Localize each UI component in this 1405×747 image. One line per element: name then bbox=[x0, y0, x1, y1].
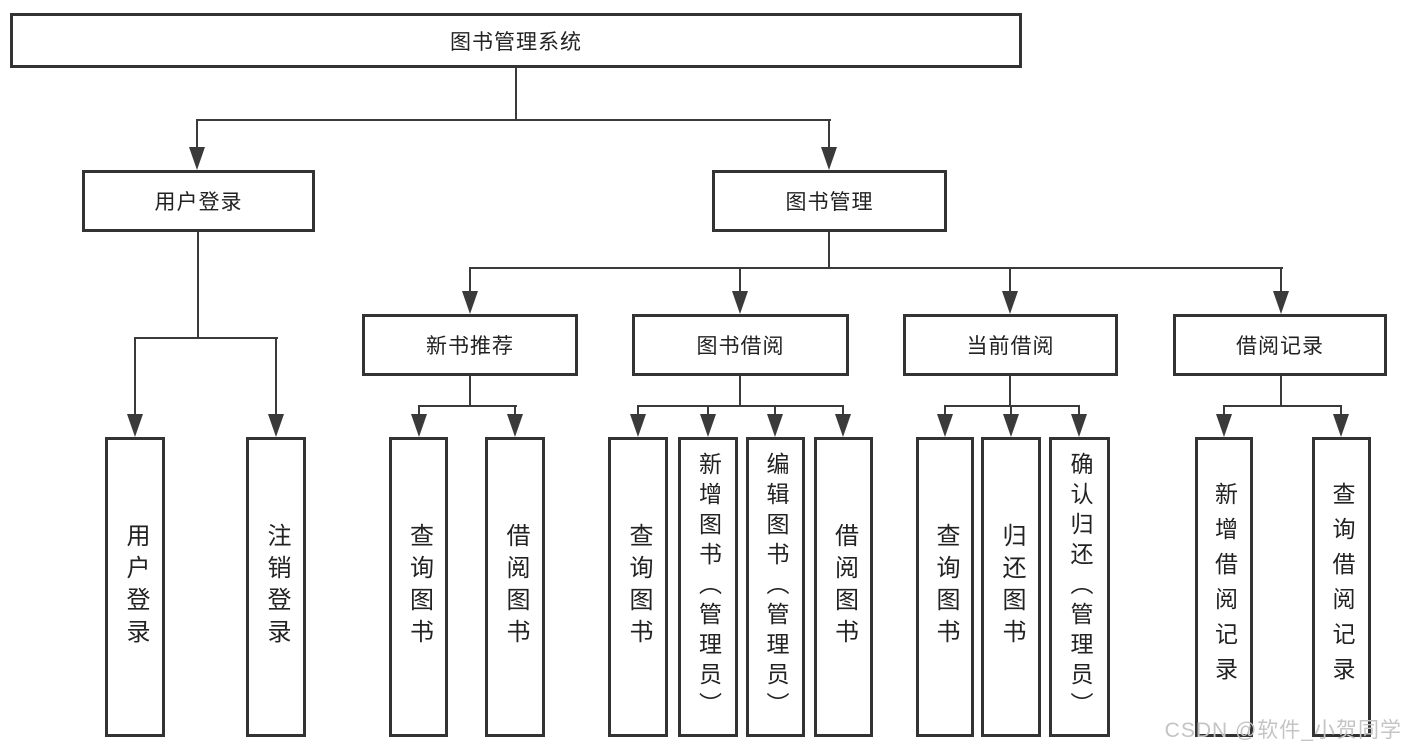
node-book-borrow: 图书借阅 bbox=[632, 314, 849, 376]
arrowhead-leaf-logout bbox=[268, 414, 284, 437]
connector-new-book-rec-trunk bbox=[469, 376, 471, 407]
arrowhead-bb-edit bbox=[767, 414, 783, 437]
branch-rail-borrow-records bbox=[1223, 405, 1342, 407]
node-bb-borrow-books-label: 借阅图书 bbox=[830, 523, 858, 651]
arrowhead-current-borrow bbox=[1002, 291, 1018, 314]
arrowhead-leaf-user-login bbox=[127, 414, 143, 437]
connector-to-bb-borrow bbox=[842, 405, 844, 416]
node-cb-query-books-label: 查询图书 bbox=[932, 523, 959, 651]
node-borrow-records-label: 借阅记录 bbox=[1236, 335, 1324, 358]
branch-rail-book-borrow bbox=[637, 405, 844, 407]
connector-to-borrow-records bbox=[1280, 267, 1282, 292]
connector-to-new-book-rec bbox=[469, 267, 471, 292]
branch-rail-current-borrow bbox=[944, 405, 1080, 407]
connector-to-bb-add bbox=[707, 405, 709, 416]
node-br-query-record: 查询借阅记录 bbox=[1312, 437, 1371, 737]
arrowhead-bb-add bbox=[700, 414, 716, 437]
connector-to-nbr-borrow bbox=[514, 405, 516, 416]
arrowhead-book-borrow bbox=[732, 291, 748, 314]
node-nbr-borrow-books: 借阅图书 bbox=[485, 437, 545, 737]
node-bb-edit-books-label: 编辑图书（管理员） bbox=[763, 452, 789, 722]
arrowhead-borrow-records bbox=[1273, 291, 1289, 314]
csdn-watermark: CSDN @软件_小贺同学 bbox=[1164, 719, 1402, 742]
connector-to-cb-confirm bbox=[1078, 405, 1080, 416]
connector-to-current-borrow bbox=[1009, 267, 1011, 292]
node-nbr-query-books: 查询图书 bbox=[389, 437, 448, 737]
node-nbr-borrow-books-label: 借阅图书 bbox=[502, 523, 529, 651]
node-user-login: 用户登录 bbox=[82, 170, 315, 232]
node-cb-confirm-return-label: 确认归还（管理员） bbox=[1067, 452, 1093, 722]
branch-rail-user-login bbox=[134, 337, 278, 339]
connector-to-cb-return bbox=[1010, 405, 1012, 416]
arrowhead-cb-return bbox=[1003, 414, 1019, 437]
node-leaf-user-login-label: 用户登录 bbox=[122, 523, 149, 651]
branch-rail-level2 bbox=[196, 119, 831, 121]
node-nbr-query-books-label: 查询图书 bbox=[405, 523, 433, 651]
node-leaf-logout-label: 注销登录 bbox=[263, 523, 290, 651]
arrowhead-cb-confirm bbox=[1071, 414, 1087, 437]
connector-book-mgmt-trunk bbox=[828, 232, 830, 269]
node-borrow-records: 借阅记录 bbox=[1173, 314, 1387, 376]
node-book-mgmt: 图书管理 bbox=[712, 170, 947, 232]
node-current-borrow: 当前借阅 bbox=[903, 314, 1118, 376]
connector-to-br-add bbox=[1223, 405, 1225, 416]
connector-to-book-borrow bbox=[739, 267, 741, 292]
connector-to-leaf-user-login bbox=[134, 337, 136, 416]
node-root-label: 图书管理系统 bbox=[450, 30, 582, 54]
connector-to-bb-edit bbox=[774, 405, 776, 416]
arrowhead-cb-query bbox=[937, 414, 953, 437]
branch-rail-new-book-rec bbox=[418, 405, 517, 407]
connector-to-leaf-logout bbox=[275, 337, 277, 416]
connector-to-bb-query bbox=[637, 405, 639, 416]
arrowhead-new-book-rec bbox=[462, 291, 478, 314]
connector-current-borrow-trunk bbox=[1009, 376, 1011, 407]
connector-book-borrow-trunk bbox=[739, 376, 741, 407]
node-br-query-record-label: 查询借阅记录 bbox=[1329, 482, 1355, 692]
node-bb-borrow-books: 借阅图书 bbox=[814, 437, 873, 737]
arrowhead-nbr-query bbox=[411, 414, 427, 437]
connector-to-br-query bbox=[1340, 405, 1342, 416]
node-leaf-logout: 注销登录 bbox=[246, 437, 306, 737]
arrowhead-br-query bbox=[1333, 414, 1349, 437]
connector-to-user-login bbox=[196, 119, 198, 149]
node-bb-add-books-label: 新增图书（管理员） bbox=[695, 452, 722, 722]
node-cb-return-books: 归还图书 bbox=[981, 437, 1041, 737]
arrowhead-bb-borrow bbox=[835, 414, 851, 437]
connector-to-cb-query bbox=[944, 405, 946, 416]
node-leaf-user-login: 用户登录 bbox=[105, 437, 165, 737]
node-new-book-rec: 新书推荐 bbox=[362, 314, 578, 376]
arrowhead-bb-query bbox=[630, 414, 646, 437]
arrowhead-user-login bbox=[189, 147, 205, 170]
node-book-borrow-label: 图书借阅 bbox=[696, 335, 785, 358]
arrowhead-br-add bbox=[1216, 414, 1232, 437]
node-book-mgmt-label: 图书管理 bbox=[785, 191, 874, 214]
connector-to-nbr-query bbox=[418, 405, 420, 416]
node-bb-query-books: 查询图书 bbox=[608, 437, 668, 737]
node-bb-add-books: 新增图书（管理员） bbox=[678, 437, 738, 737]
arrowhead-book-mgmt bbox=[821, 147, 837, 170]
node-cb-confirm-return: 确认归还（管理员） bbox=[1049, 437, 1110, 737]
node-root: 图书管理系统 bbox=[10, 13, 1022, 68]
node-bb-query-books-label: 查询图书 bbox=[625, 523, 652, 651]
arrowhead-nbr-borrow bbox=[507, 414, 523, 437]
connector-user-login-trunk bbox=[197, 232, 199, 339]
node-current-borrow-label: 当前借阅 bbox=[966, 335, 1055, 358]
connector-to-book-mgmt bbox=[828, 119, 830, 149]
node-cb-query-books: 查询图书 bbox=[916, 437, 974, 737]
connector-borrow-records-trunk bbox=[1280, 376, 1282, 407]
connector-root-trunk bbox=[515, 68, 517, 121]
node-br-add-record-label: 新增借阅记录 bbox=[1211, 482, 1238, 692]
node-cb-return-books-label: 归还图书 bbox=[998, 523, 1025, 651]
node-bb-edit-books: 编辑图书（管理员） bbox=[746, 437, 805, 737]
node-user-login-label: 用户登录 bbox=[154, 191, 243, 214]
node-br-add-record: 新增借阅记录 bbox=[1195, 437, 1253, 737]
branch-rail-level3 bbox=[469, 267, 1283, 269]
node-new-book-rec-label: 新书推荐 bbox=[426, 335, 514, 358]
